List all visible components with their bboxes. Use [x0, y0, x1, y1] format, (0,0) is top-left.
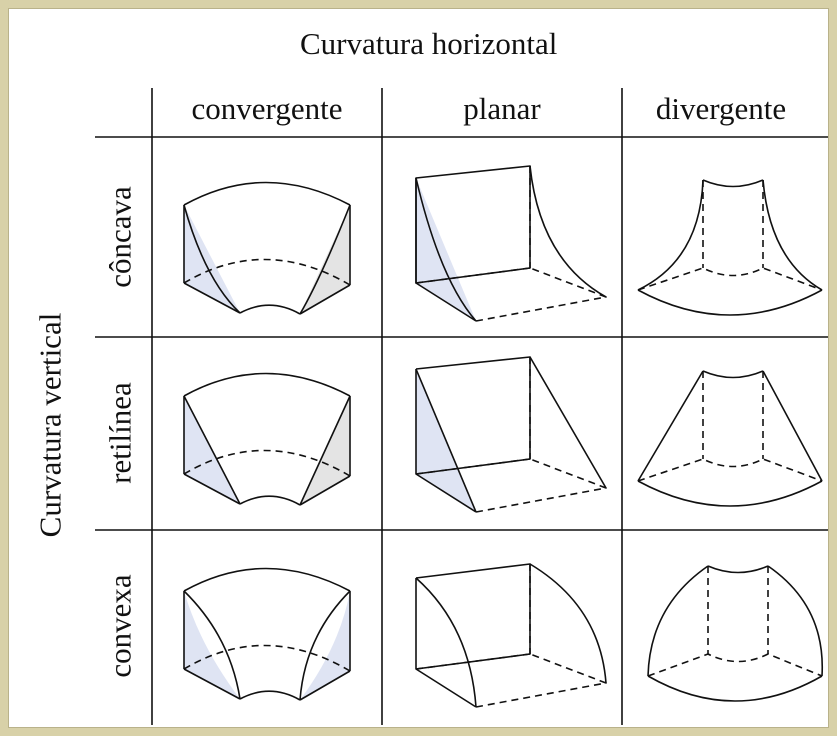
- block-retilinea-divergente: [637, 370, 823, 507]
- block-convexa-planar: [415, 563, 607, 708]
- block-concava-divergente: [637, 179, 823, 316]
- column-label-divergente: divergente: [655, 91, 787, 126]
- block-concava-convergente: [183, 181, 351, 315]
- title-horizontal: Curvatura horizontal: [300, 26, 558, 61]
- block-convexa-divergente: [647, 565, 824, 702]
- block-retilinea-planar: [415, 356, 607, 513]
- block-convexa-convergente: [183, 567, 351, 701]
- block-retilinea-convergente: [183, 372, 351, 506]
- column-label-convergente: convergente: [191, 91, 343, 126]
- table-lines: [95, 88, 828, 725]
- block-concava-planar: [415, 165, 607, 322]
- column-label-planar: planar: [463, 91, 541, 126]
